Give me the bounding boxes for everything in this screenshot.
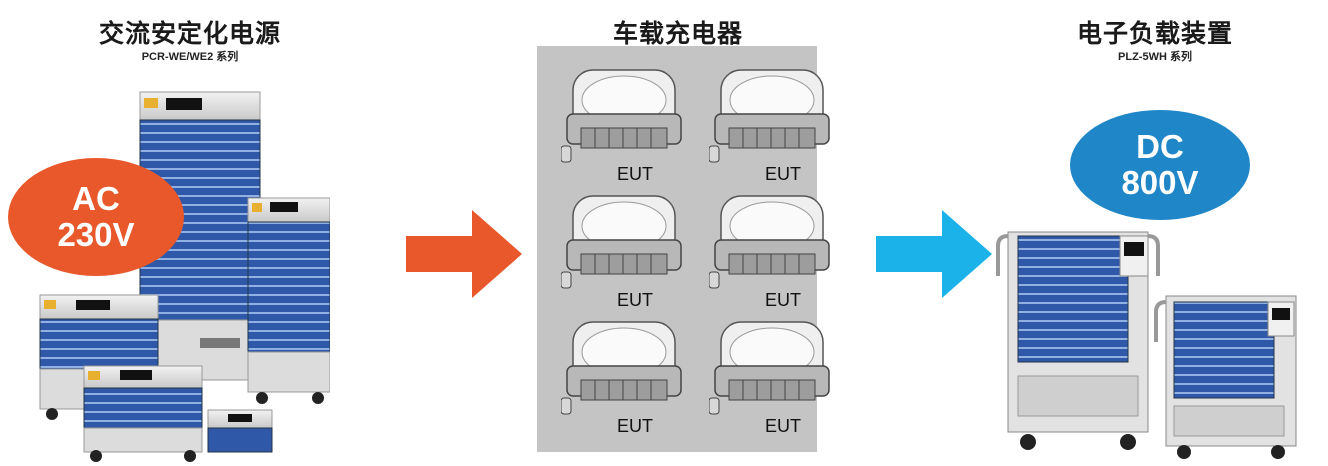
eut-charger-4: EUT (709, 192, 835, 314)
dc-badge-line2: 800V (1121, 164, 1199, 201)
eut-label: EUT (617, 416, 653, 436)
small-electronic-load-unit (1154, 295, 1297, 459)
eut-charger-3: EUT (561, 192, 687, 314)
right-power-supply-unit (247, 197, 330, 404)
eut-label: EUT (617, 290, 653, 310)
dc-badge-line1: DC (1136, 128, 1184, 165)
eut-label: EUT (765, 164, 801, 184)
onboard-charger-panel: EUT EUT EUT (537, 46, 830, 452)
eut-charger-6: EUT (709, 318, 835, 440)
tall-power-supply-unit (139, 91, 261, 381)
eut-label: EUT (617, 164, 653, 184)
eut-label: EUT (765, 290, 801, 310)
compact-power-supply-unit (207, 409, 273, 453)
dc-voltage-badge: DC 800V (1070, 110, 1250, 220)
ac-badge-line1: AC (72, 180, 120, 217)
eut-charger-5: EUT (561, 318, 687, 440)
ac-flow-arrow-icon (406, 210, 522, 298)
large-electronic-load-unit (996, 231, 1160, 450)
ac-voltage-badge: AC 230V (8, 158, 184, 276)
source-subtitle: PCR-WE/WE2 系列 (141, 51, 239, 63)
load-title: 电子负载装置 (1076, 19, 1233, 48)
eut-charger-2: EUT (709, 66, 835, 188)
front-power-supply-unit (83, 365, 203, 462)
source-title: 交流安定化电源 (98, 19, 281, 48)
dut-title: 车载充电器 (612, 19, 743, 48)
eut-charger-1: EUT (561, 66, 687, 188)
load-subtitle: PLZ-5WH 系列 (1118, 51, 1192, 63)
eut-label: EUT (765, 416, 801, 436)
dc-flow-arrow-icon (876, 210, 992, 298)
ac-badge-line2: 230V (57, 216, 135, 253)
